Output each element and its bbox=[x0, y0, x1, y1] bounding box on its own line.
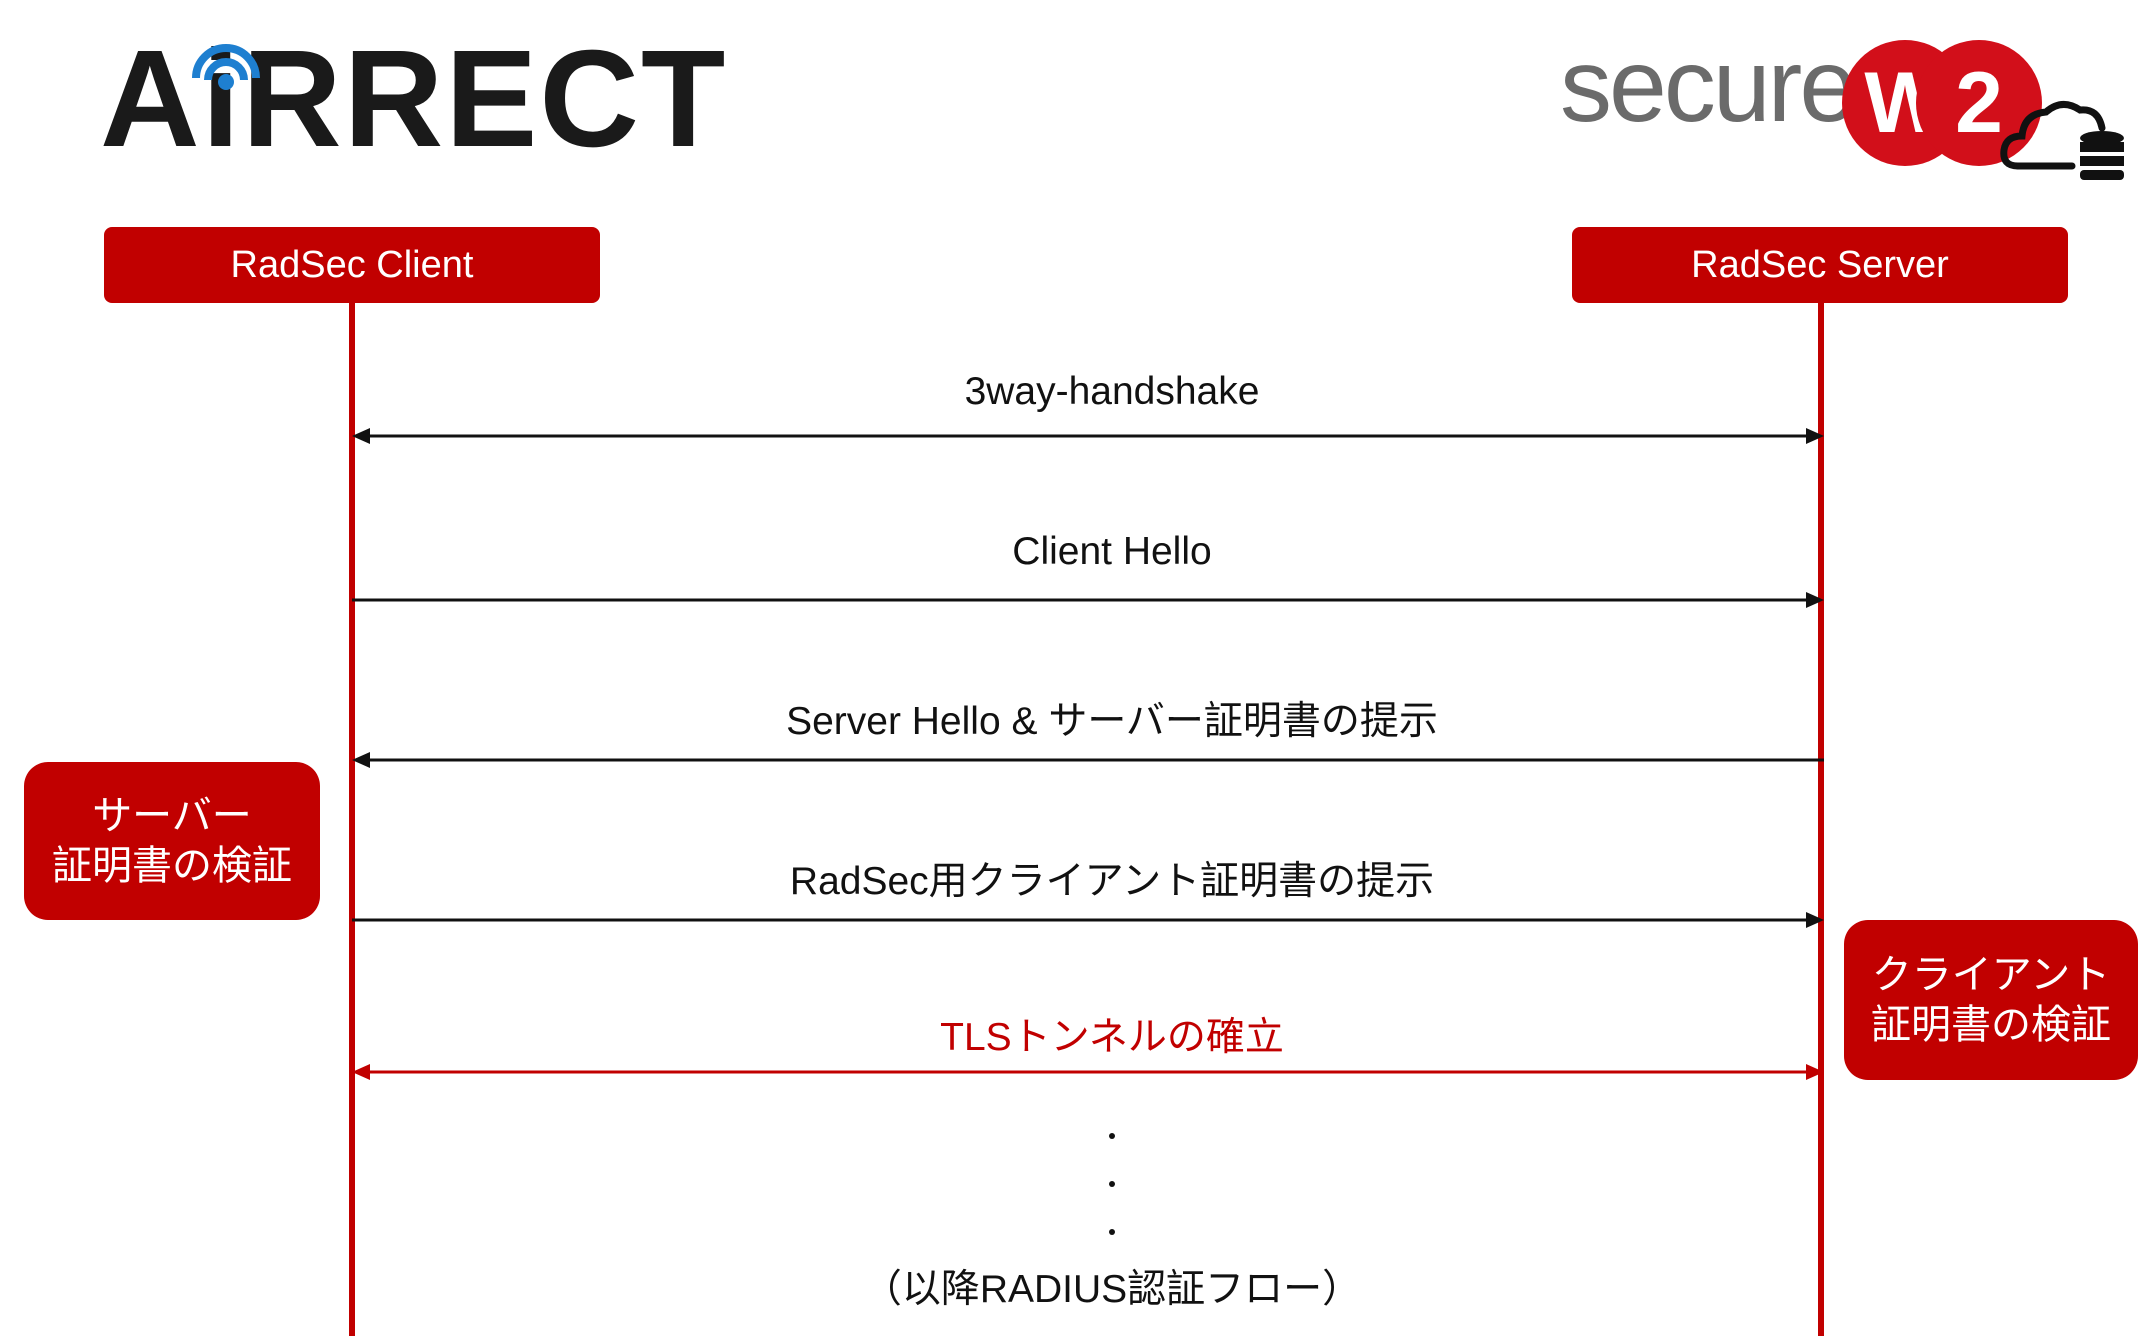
continuation-text: （以降RADIUS認証フロー） bbox=[862, 1268, 1362, 1311]
server-note-line-2: 証明書の検証 bbox=[1871, 1003, 2111, 1047]
server-note-line-1: クライアント bbox=[1871, 953, 2111, 997]
ellipsis-dot bbox=[1109, 1181, 1115, 1187]
arrow-handshake bbox=[352, 428, 1824, 444]
message-label-server-hello: Server Hello & サーバー証明書の提示 bbox=[786, 700, 1438, 743]
ellipsis-dot bbox=[1109, 1229, 1115, 1235]
message-label-client-cert: RadSec用クライアント証明書の提示 bbox=[789, 860, 1435, 903]
server-lifeline bbox=[1818, 302, 1824, 1336]
client-note-line-2: 証明書の検証 bbox=[52, 844, 292, 888]
server-note-client-cert-verification: クライアント 証明書の検証 bbox=[1844, 920, 2138, 1080]
message-label-tls-tunnel: TLSトンネルの確立 bbox=[940, 1016, 1284, 1059]
client-note-line-1: サーバー bbox=[92, 794, 252, 838]
arrow-client-hello bbox=[352, 592, 1824, 608]
message-label-client-hello: Client Hello bbox=[1012, 530, 1212, 573]
ellipsis-dot bbox=[1109, 1133, 1115, 1139]
securew2-logo-text: secure bbox=[1560, 28, 1857, 144]
radsec-client-box: RadSec Client bbox=[104, 227, 600, 303]
arrow-tls-tunnel bbox=[352, 1064, 1824, 1080]
arrow-client-cert bbox=[352, 912, 1824, 928]
wifi-signal-icon bbox=[192, 44, 260, 90]
radsec-server-box: RadSec Server bbox=[1572, 227, 2068, 303]
securew2-logo-2: 2 bbox=[1916, 40, 2042, 166]
arrow-server-hello bbox=[352, 752, 1824, 768]
client-note-server-cert-verification: サーバー 証明書の検証 bbox=[24, 762, 320, 920]
message-label-handshake: 3way-handshake bbox=[964, 370, 1260, 413]
cloud-database-icon bbox=[2000, 101, 2124, 180]
client-lifeline bbox=[349, 302, 355, 1336]
